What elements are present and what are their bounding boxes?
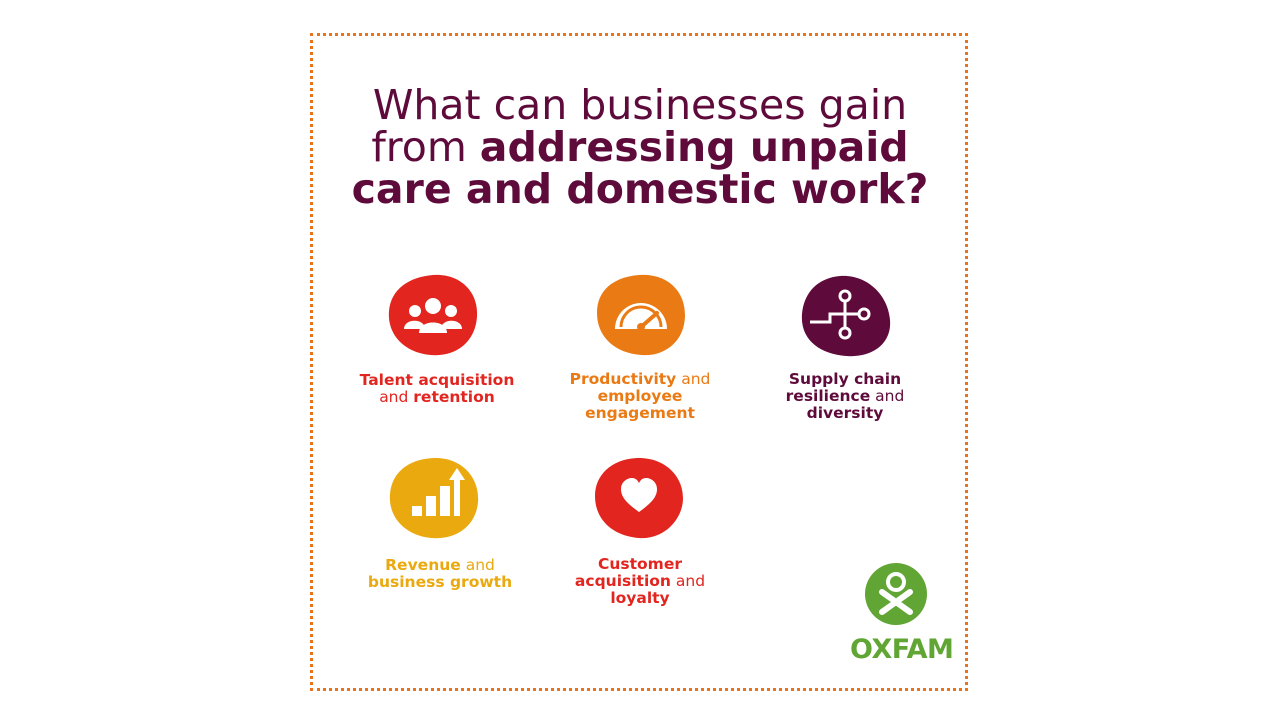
- dotted-frame: [310, 33, 968, 691]
- headline-line-1: What can businesses gain: [372, 81, 908, 129]
- growth-chart-icon: [388, 456, 480, 540]
- people-icon: [387, 273, 479, 357]
- oxfam-logo: [848, 562, 944, 666]
- heart-icon: [593, 456, 685, 540]
- network-icon: [800, 274, 892, 358]
- headline-line-2: from addressing unpaid: [371, 123, 909, 171]
- headline: What can businesses gain from addressing…: [330, 84, 950, 210]
- caption-customer: Customer acquisition and loyalty: [574, 555, 706, 607]
- oxfam-wordmark: OXFAM: [850, 634, 954, 665]
- headline-line-3: care and domestic work?: [351, 165, 929, 213]
- gauge-icon: [595, 273, 687, 357]
- caption-productivity: Productivity and employee engagement: [569, 370, 711, 422]
- caption-supply-chain: Supply chain resilience and diversity: [785, 370, 905, 422]
- caption-talent: Talent acquisition and retention: [359, 371, 515, 406]
- caption-revenue: Revenue and business growth: [367, 556, 513, 591]
